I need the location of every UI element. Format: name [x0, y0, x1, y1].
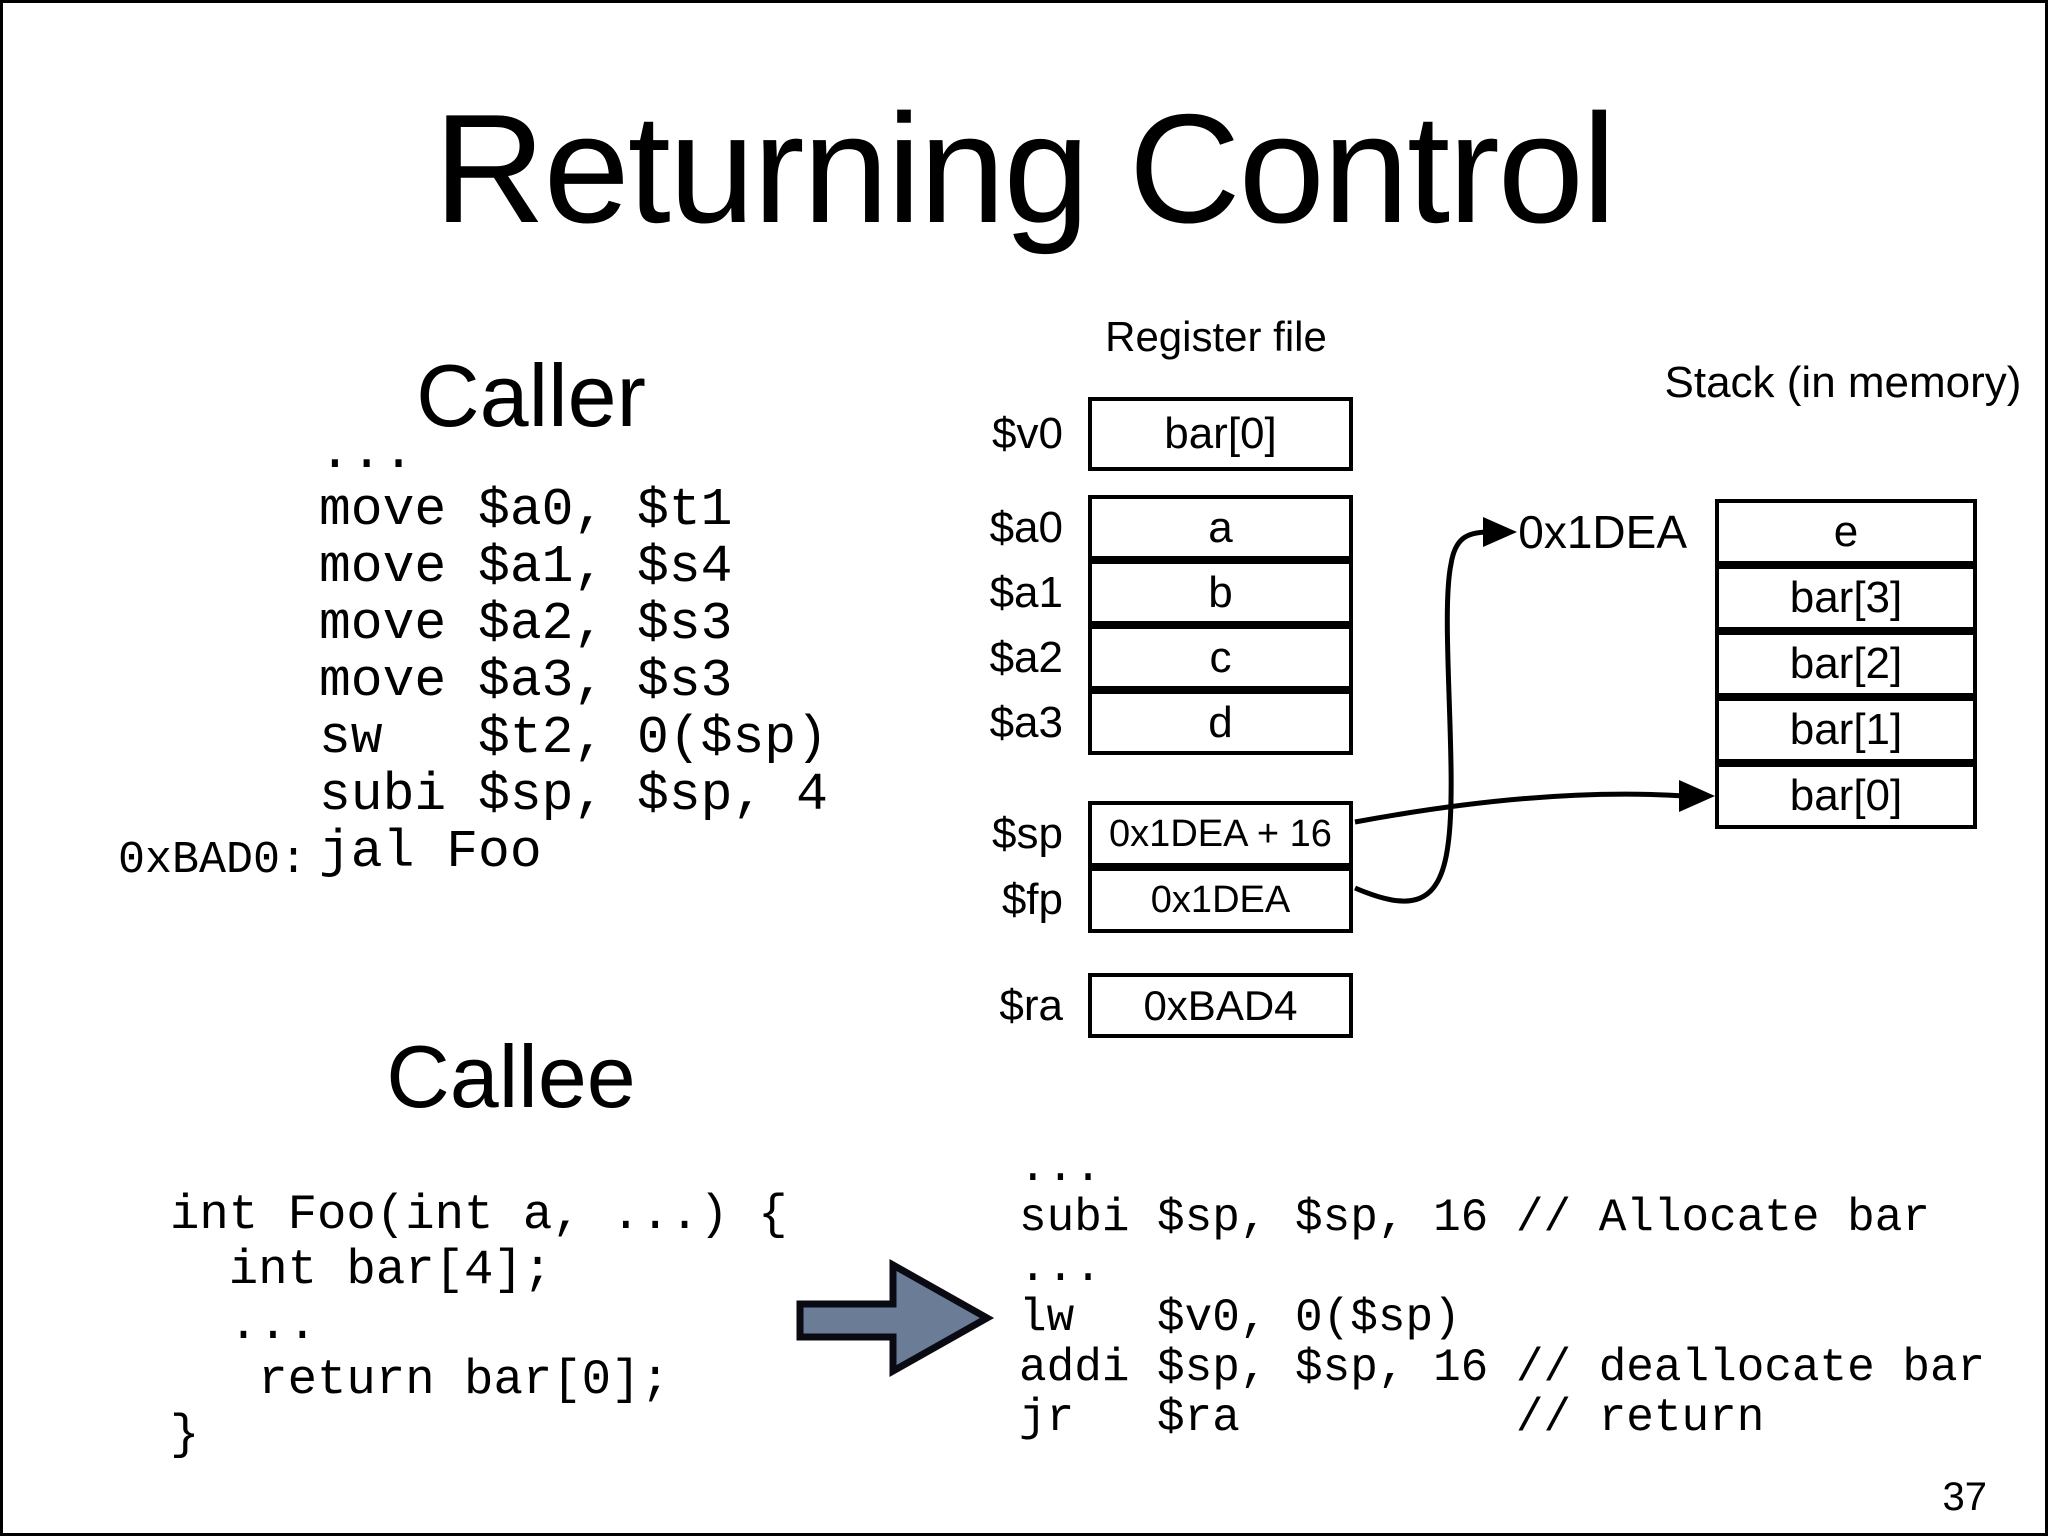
register-label-a2: $a2	[989, 633, 1063, 682]
register-box-a2: c	[1088, 625, 1353, 690]
caller-code-block: ... move $a0, $t1 move $a1, $s4 move $a2…	[319, 423, 828, 882]
stack-cell-e: e	[1715, 499, 1977, 565]
register-label-v0: $v0	[992, 409, 1063, 458]
fp-to-0x1dea-arrow	[1354, 517, 1517, 904]
register-box-ra: 0xBAD4	[1088, 973, 1353, 1038]
caller-address-label: 0xBAD0:	[118, 835, 308, 886]
sp-to-bar0-arrow	[1354, 780, 1715, 825]
block-right-arrow-icon	[796, 1259, 995, 1377]
register-box-fp: 0x1DEA	[1088, 867, 1353, 933]
register-box-v0: bar[0]	[1088, 397, 1353, 471]
stack-address-label: 0x1DEA	[1518, 506, 1687, 558]
stack-cell-bar2: bar[2]	[1715, 631, 1977, 697]
stack-cell-bar0: bar[0]	[1715, 763, 1977, 829]
register-box-a3: d	[1088, 690, 1353, 755]
register-args-group: a b c d	[1088, 495, 1353, 755]
register-box-sp: 0x1DEA + 16	[1088, 801, 1353, 867]
callee-asm-code-block: ... subi $sp, $sp, 16 // Allocate bar ..…	[1019, 1142, 1986, 1444]
register-pointers-group: 0x1DEA + 16 0x1DEA	[1088, 801, 1353, 933]
register-label-a3: $a3	[989, 698, 1063, 747]
stack-title: Stack (in memory)	[1664, 358, 2022, 407]
register-label-sp: $sp	[992, 809, 1063, 858]
stack-cell-bar3: bar[3]	[1715, 565, 1977, 631]
register-label-a1: $a1	[989, 568, 1063, 617]
callee-source-code-block: int Foo(int a, ...) { int bar[4]; ... re…	[170, 1187, 788, 1463]
register-label-ra: $ra	[999, 981, 1063, 1030]
callee-heading: Callee	[386, 1027, 636, 1126]
caller-heading: Caller	[416, 346, 646, 445]
register-box-a0: a	[1088, 495, 1353, 560]
page-number: 37	[1942, 1475, 1988, 1519]
page-title: Returning Control	[433, 82, 1617, 255]
register-box-a1: b	[1088, 560, 1353, 625]
register-file-title: Register file	[1105, 313, 1327, 360]
stack-box: e bar[3] bar[2] bar[1] bar[0]	[1715, 499, 1977, 829]
register-label-a0: $a0	[989, 503, 1063, 552]
stack-cell-bar1: bar[1]	[1715, 697, 1977, 763]
register-label-fp: $fp	[1001, 875, 1063, 924]
